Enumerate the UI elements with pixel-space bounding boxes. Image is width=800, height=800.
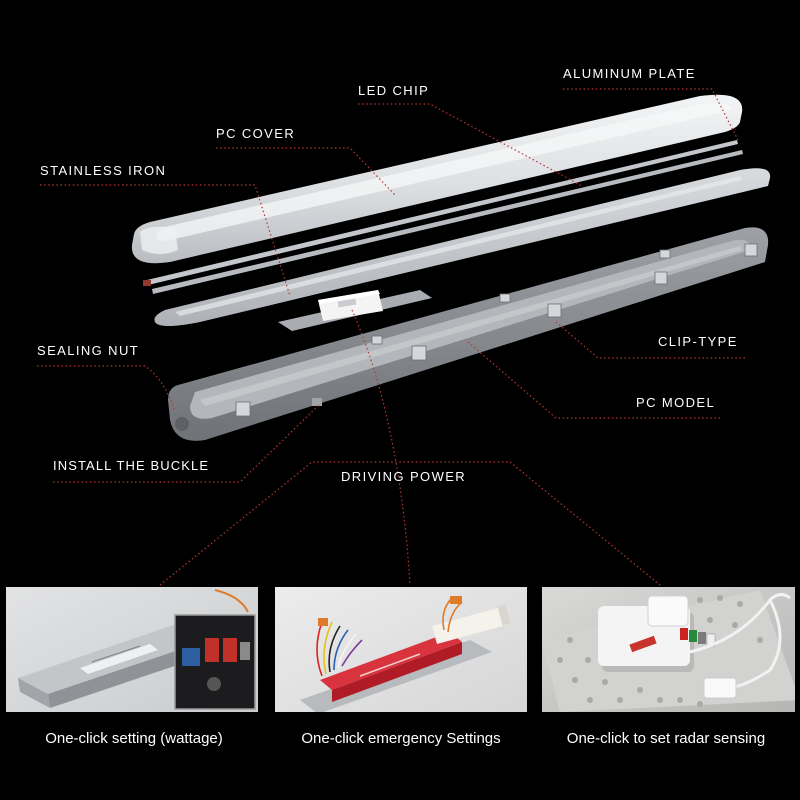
leader-line-stainless-iron bbox=[40, 184, 291, 297]
clips bbox=[235, 243, 758, 417]
leader-line-pc-model bbox=[467, 341, 720, 419]
photo-radar-sensor bbox=[542, 587, 795, 712]
label-sealing-nut: SEALING NUT bbox=[37, 343, 140, 358]
label-clip-type: CLIP-TYPE bbox=[658, 334, 738, 349]
sensor-plug bbox=[703, 677, 737, 699]
label-aluminum-plate: ALUMINUM PLATE bbox=[563, 66, 696, 81]
label-install-the-buckle: INSTALL THE BUCKLE bbox=[53, 458, 210, 473]
led-strip-connector bbox=[143, 280, 151, 286]
leader-lines bbox=[37, 88, 745, 586]
label-stainless-iron: STAINLESS IRON bbox=[40, 163, 167, 178]
caption-emergency-settings: One-click emergency Settings bbox=[301, 730, 501, 747]
label-driving-power: DRIVING POWER bbox=[341, 469, 467, 484]
clip bbox=[411, 345, 427, 361]
leader-line-sealing-nut bbox=[37, 365, 176, 413]
emergency-driver-box bbox=[332, 642, 462, 702]
label-pc-cover: PC COVER bbox=[216, 126, 296, 141]
sealing-nut bbox=[175, 417, 189, 431]
clip bbox=[371, 335, 383, 345]
clip bbox=[499, 293, 511, 303]
connector-inset bbox=[174, 614, 256, 710]
leader-line-aluminum-plate bbox=[563, 88, 739, 141]
plate-holes bbox=[557, 595, 763, 707]
pc-cover bbox=[131, 94, 743, 264]
caption-radar-sensing: One-click to set radar sensing bbox=[566, 730, 766, 747]
clip bbox=[235, 401, 251, 417]
led-chip-strips bbox=[143, 140, 743, 294]
battery-pack bbox=[432, 606, 510, 644]
clip bbox=[654, 271, 668, 285]
leader-line-install-the-buckle bbox=[53, 403, 321, 483]
label-pc-model: PC MODEL bbox=[636, 395, 716, 410]
clip bbox=[659, 249, 671, 259]
buckle bbox=[312, 398, 322, 406]
caption-wattage-setting: One-click setting (wattage) bbox=[45, 730, 223, 747]
photo-emergency-driver bbox=[275, 587, 527, 712]
photo-wattage-driver bbox=[6, 587, 258, 712]
wires bbox=[316, 597, 463, 677]
label-led-chip: LED CHIP bbox=[358, 83, 430, 98]
clip bbox=[547, 303, 562, 318]
aluminum-plate bbox=[154, 168, 771, 326]
sensor-cable bbox=[689, 597, 782, 690]
driver-assembly bbox=[278, 290, 432, 331]
clip bbox=[744, 243, 758, 257]
pc-model-housing bbox=[168, 227, 769, 441]
